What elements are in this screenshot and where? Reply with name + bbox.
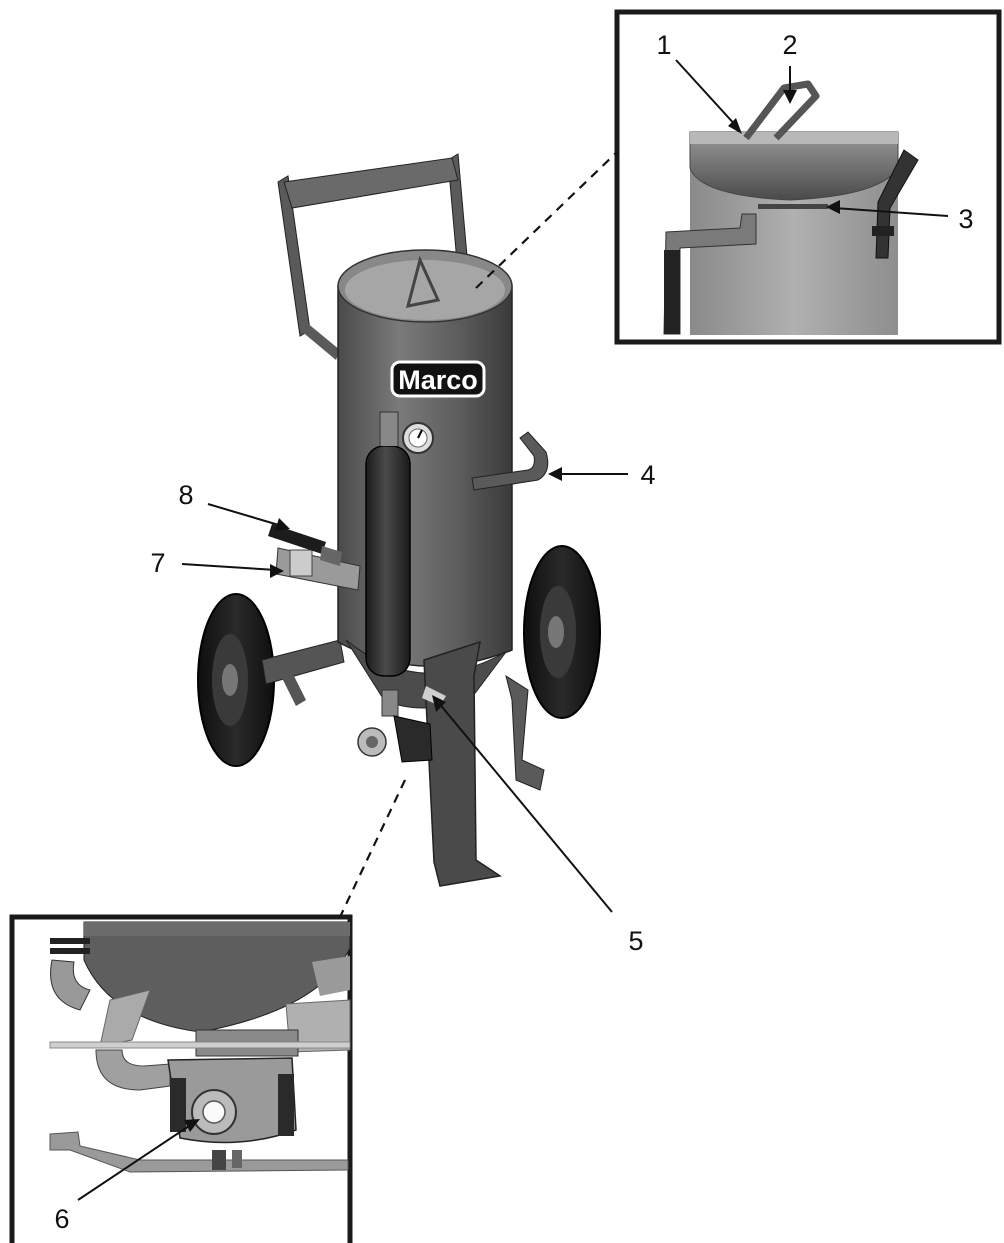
blast-pot: Marco	[197, 153, 601, 887]
separator-cylinder	[365, 445, 411, 677]
callout-1: 1	[656, 30, 671, 60]
callout-2: 2	[782, 30, 797, 60]
callout-4: 4	[640, 460, 655, 490]
marco-logo: Marco	[390, 360, 486, 398]
callout-7: 7	[150, 548, 165, 578]
leader-lines	[77, 59, 949, 1201]
inset-valve-detail	[9, 914, 353, 1243]
callout-3: 3	[958, 204, 973, 234]
svg-text:Marco: Marco	[398, 365, 478, 395]
pressure-gauge	[402, 422, 434, 454]
side-handle	[471, 431, 549, 491]
inset-connector-top	[475, 151, 618, 289]
ball-valve-handle	[268, 524, 326, 554]
callout-8: 8	[178, 480, 193, 510]
callout-5: 5	[628, 926, 643, 956]
callout-6: 6	[54, 1204, 69, 1234]
inset-connector-bottom	[339, 779, 406, 918]
inset-lid-detail	[614, 9, 1002, 345]
